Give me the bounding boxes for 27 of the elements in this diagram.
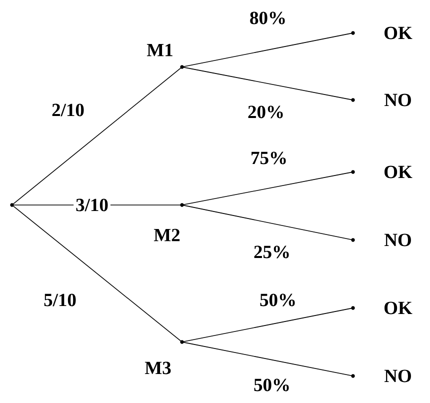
probability-label: 75%: [248, 150, 290, 166]
branch-line: [182, 204, 352, 240]
branch-line: [182, 172, 352, 206]
branch-line: [182, 342, 352, 376]
probability-label: 3/10: [74, 196, 110, 214]
branch-line: [182, 32, 352, 68]
probability-label: 50%: [258, 292, 298, 308]
outcome-label: OK: [384, 26, 412, 40]
probability-label: 25%: [252, 244, 292, 260]
outcome-label: NO: [384, 234, 411, 246]
probability-label: 2/10: [50, 102, 86, 118]
probability-label: 80%: [248, 10, 288, 26]
probability-label: 5/10: [42, 292, 78, 308]
branch-line: [12, 67, 182, 205]
outcome-label: NO: [384, 94, 411, 106]
outcome-label: M3: [144, 362, 171, 374]
branch-line: [12, 205, 182, 342]
outcome-label: OK: [384, 302, 412, 314]
outcome-label: M2: [154, 228, 180, 242]
branch-line: [182, 66, 352, 100]
branch-line: [182, 308, 352, 342]
probability-label: 50%: [252, 376, 292, 394]
outcome-label: M1: [146, 44, 172, 56]
outcome-label: OK: [384, 166, 412, 178]
root-point: [10, 203, 14, 207]
probability-label: 20%: [246, 104, 286, 120]
outcome-label: NO: [384, 370, 411, 382]
